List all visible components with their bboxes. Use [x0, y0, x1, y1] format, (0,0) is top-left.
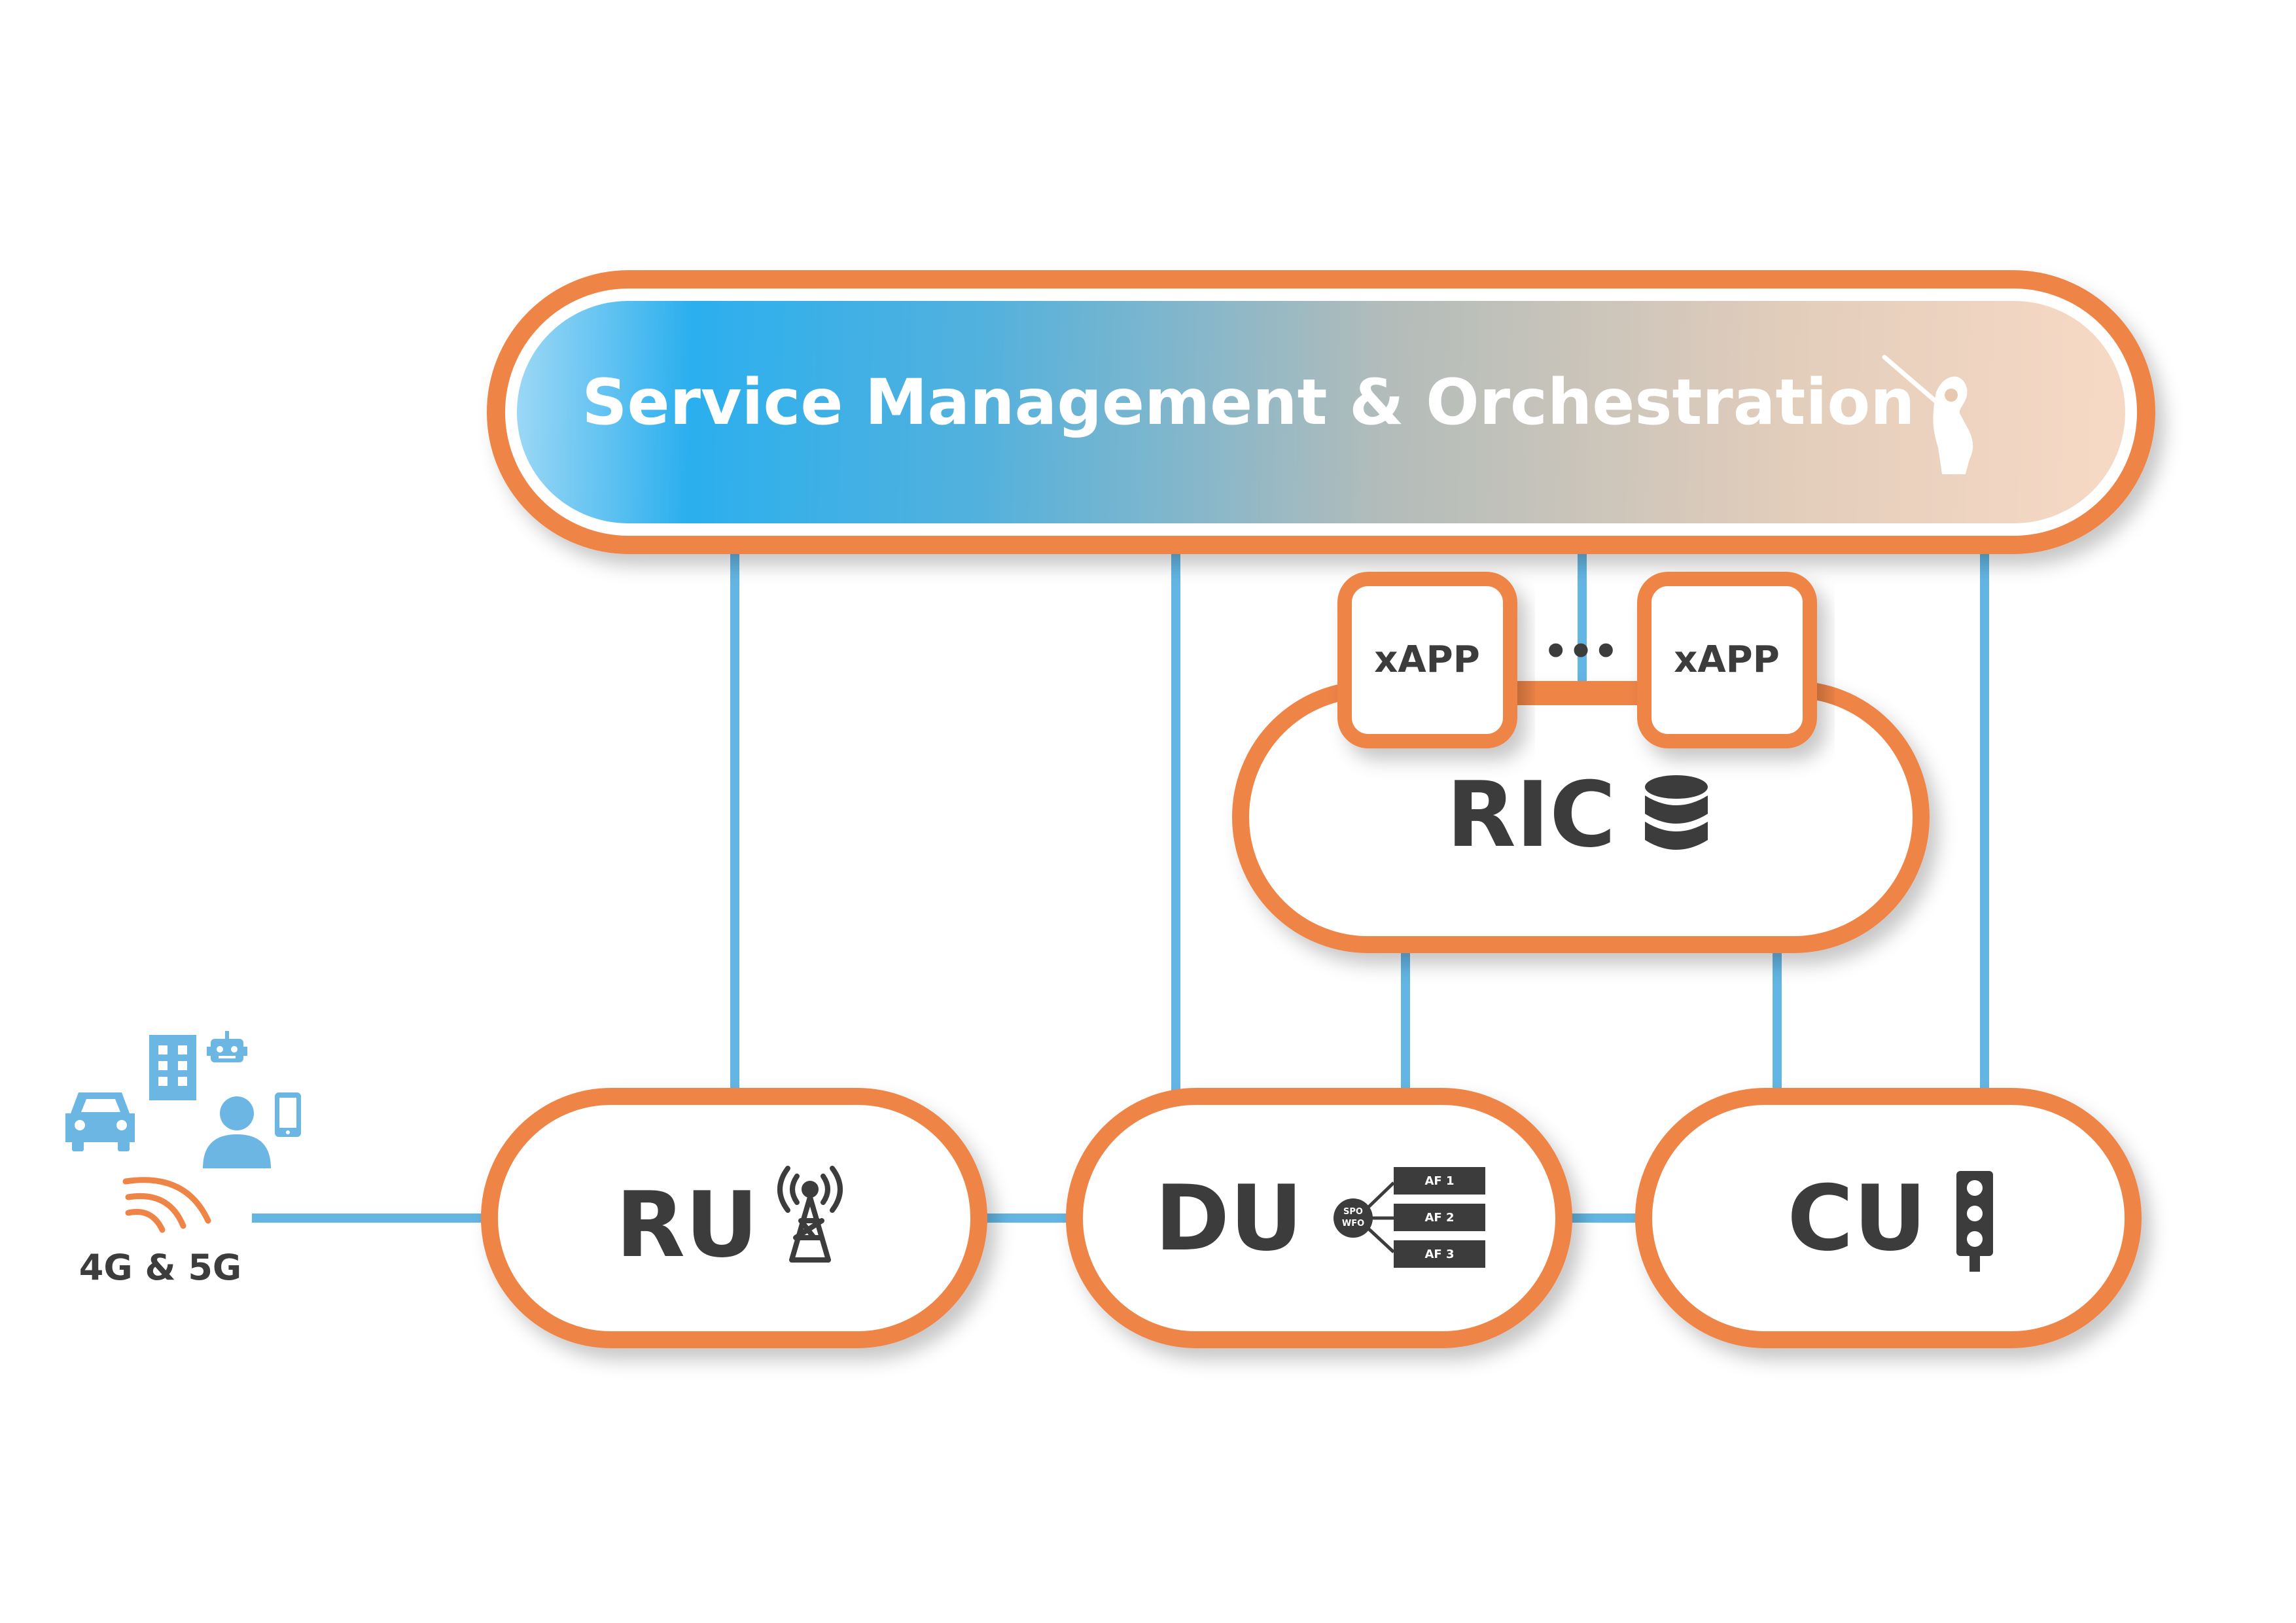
- user-icon: [203, 1096, 271, 1168]
- acceleration-function-icon: SPO WFO AF 1 AF 2 AF 3: [1333, 1167, 1485, 1268]
- cu-label: CU: [1787, 1166, 1926, 1271]
- building-icon: [149, 1035, 196, 1100]
- smo-box: Service Management & Orchestration: [487, 270, 2155, 554]
- du-label: DU: [1155, 1166, 1303, 1271]
- cu-box: CU: [1635, 1088, 2142, 1348]
- ru-label: RU: [616, 1172, 758, 1278]
- radio-tower-icon: [777, 1166, 843, 1263]
- xapp-label-2: xAPP: [1674, 638, 1780, 681]
- database-icon: [1645, 775, 1708, 850]
- access-devices: 4G & 5G: [65, 1031, 301, 1288]
- smo-title: Service Management & Orchestration: [582, 366, 1915, 439]
- xapp-label-1: xAPP: [1374, 638, 1480, 681]
- xapp-connector: [1505, 687, 1655, 705]
- ru-box: RU: [481, 1088, 987, 1348]
- wireless-signal-icon: [122, 1177, 211, 1233]
- xapp-box-2[interactable]: xAPP: [1637, 572, 1817, 748]
- du-af-3: AF 3: [1424, 1248, 1454, 1261]
- robot-icon: [207, 1031, 247, 1062]
- du-hub-label-2: WFO: [1342, 1219, 1364, 1229]
- conductor-hand-icon: [1882, 355, 1973, 474]
- du-box: DU SPO WFO AF 1 AF 2 AF 3: [1066, 1088, 1572, 1348]
- du-af-1: AF 1: [1424, 1174, 1454, 1188]
- ric-label: RIC: [1447, 762, 1616, 867]
- phone-icon: [275, 1092, 301, 1137]
- connection-lines: [252, 536, 1989, 1223]
- xapp-ellipsis: •••: [1543, 629, 1618, 674]
- access-label: 4G & 5G: [79, 1247, 241, 1288]
- du-af-2: AF 2: [1424, 1211, 1454, 1225]
- car-icon: [65, 1092, 135, 1151]
- traffic-light-icon: [1956, 1171, 1993, 1272]
- du-hub-label-1: SPO: [1343, 1207, 1363, 1217]
- xapp-box-1[interactable]: xAPP: [1337, 572, 1517, 748]
